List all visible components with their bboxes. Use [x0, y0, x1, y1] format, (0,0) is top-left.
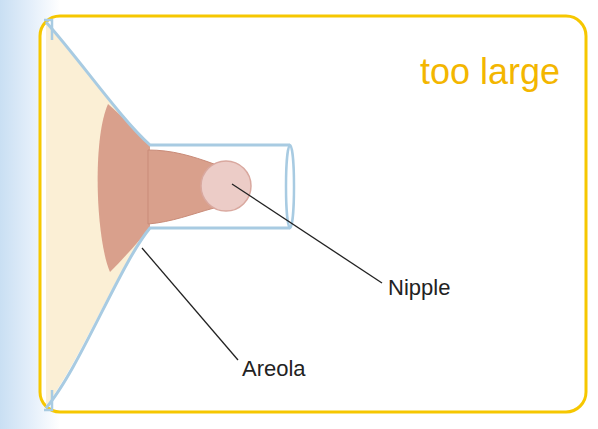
nipple-tip	[201, 161, 251, 211]
funnel-wall	[46, 228, 290, 408]
part-label: Areola	[242, 358, 306, 380]
leader-line	[232, 184, 382, 283]
breast	[46, 24, 150, 406]
heading: too large	[420, 54, 560, 90]
areola-shape	[98, 104, 150, 272]
tube-end	[286, 145, 294, 228]
leader-line	[142, 248, 238, 360]
part-label: Nipple	[388, 277, 450, 299]
flange-rim	[44, 20, 52, 410]
funnel-wall	[46, 22, 290, 145]
frame	[40, 16, 586, 412]
